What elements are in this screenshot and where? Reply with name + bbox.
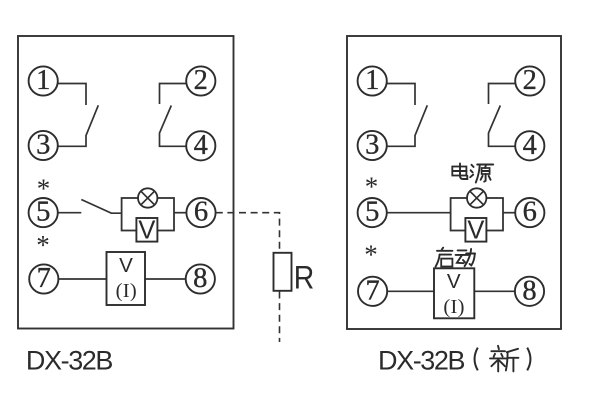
svg-text:2: 2 [523, 65, 537, 96]
svg-text:3: 3 [36, 130, 50, 161]
svg-text:8: 8 [193, 263, 207, 294]
svg-text:2: 2 [194, 65, 208, 96]
svg-text:*: * [37, 174, 51, 204]
svg-text:4: 4 [194, 130, 208, 161]
svg-text:1: 1 [36, 65, 50, 96]
svg-text:7: 7 [365, 275, 379, 306]
svg-text:5: 5 [36, 197, 50, 228]
svg-text:7: 7 [37, 263, 51, 294]
svg-text:DX-32B: DX-32B [378, 346, 465, 376]
svg-text:V: V [447, 270, 461, 293]
svg-text:(I): (I) [116, 280, 137, 302]
svg-text:5: 5 [365, 197, 379, 228]
svg-text:R: R [294, 260, 315, 296]
svg-text:V: V [467, 217, 484, 245]
svg-text:*: * [364, 240, 378, 270]
svg-text:6: 6 [194, 197, 208, 228]
svg-text:8: 8 [522, 275, 536, 306]
svg-text:DX-32B: DX-32B [26, 346, 113, 376]
svg-text:4: 4 [523, 130, 537, 161]
svg-text:6: 6 [523, 197, 537, 228]
svg-text:V: V [138, 217, 155, 245]
svg-text:*: * [365, 172, 379, 202]
svg-text:V: V [119, 254, 133, 277]
svg-text:1: 1 [365, 65, 379, 96]
svg-text:*: * [36, 230, 50, 260]
svg-text:3: 3 [365, 130, 379, 161]
svg-text:(I): (I) [443, 296, 464, 318]
